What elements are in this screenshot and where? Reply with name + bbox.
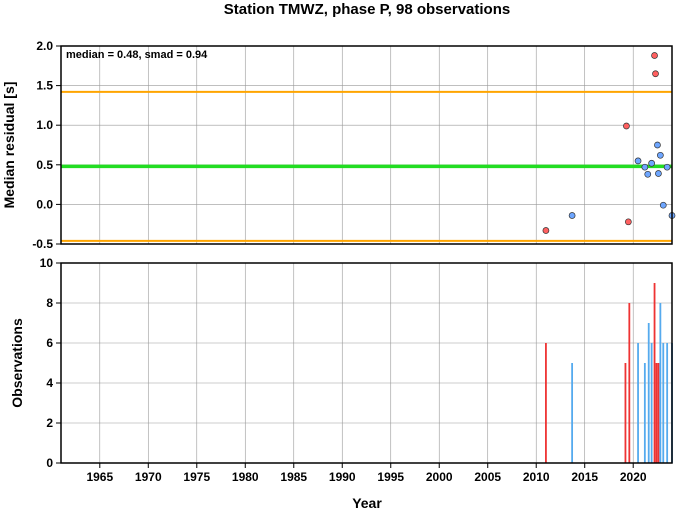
x-tick-label: 2000 <box>426 470 453 484</box>
chart-title: Station TMWZ, phase P, 98 observations <box>224 1 510 18</box>
x-tick-label: 1980 <box>232 470 259 484</box>
observation-bar-red <box>655 363 658 463</box>
observation-bar-red <box>545 343 547 463</box>
observation-bar-blue <box>647 323 650 463</box>
x-tick-label: 1985 <box>280 470 307 484</box>
residual-point-blue <box>659 201 667 209</box>
residual-point-blue <box>663 163 671 171</box>
bottom-grid <box>61 262 672 464</box>
residual-point-blue <box>568 212 576 219</box>
residual-point-red <box>651 52 658 59</box>
top-y-tick-label: -0.5 <box>32 237 53 251</box>
bottom-x-ticks: 1965 1970 1975 1980 1985 1990 1995 2000 2005 2010… <box>86 463 647 484</box>
residual-point-red <box>542 227 550 234</box>
residual-point-blue <box>634 157 642 165</box>
stats-annotation: median = 0.48, smad = 0.94 <box>66 49 208 61</box>
observation-bar-red <box>657 363 660 463</box>
bottom-y-tick-label: 8 <box>46 296 53 310</box>
bottom-y-axis-label: Observations <box>9 318 25 408</box>
observation-bar-blue <box>666 343 669 463</box>
bottom-y-tick-label: 0 <box>46 456 53 470</box>
residual-point-blue <box>657 151 664 159</box>
top-y-tick-label: 1.0 <box>36 118 53 132</box>
top-y-tick-label: 1.5 <box>36 79 53 93</box>
bottom-y-tick-label: 10 <box>40 256 54 270</box>
x-tick-label: 1995 <box>377 470 404 484</box>
x-tick-label: 1975 <box>183 470 210 484</box>
x-tick-label: 1990 <box>329 470 356 484</box>
residual-point-red <box>625 218 632 226</box>
top-grid <box>61 45 672 245</box>
x-tick-label: 2015 <box>571 470 598 484</box>
top-reference-lines <box>61 90 672 242</box>
top-scatter-points <box>542 52 676 234</box>
residual-point-blue <box>648 159 655 167</box>
observation-bars <box>545 283 673 463</box>
top-y-tick-label: 0.5 <box>36 158 53 172</box>
x-axis-label: Year <box>352 495 382 511</box>
observation-bar-blue <box>571 363 574 463</box>
top-y-tick-label: 2.0 <box>36 39 53 53</box>
bottom-plot-frame <box>60 262 673 464</box>
observation-bar-red <box>628 303 631 463</box>
x-tick-label: 2010 <box>523 470 550 484</box>
residual-point-red <box>623 122 630 130</box>
x-tick-label: 1965 <box>86 470 113 484</box>
observation-bar-red <box>653 283 656 463</box>
x-tick-label: 2005 <box>474 470 501 484</box>
residual-point-blue <box>655 170 662 177</box>
top-y-ticks: -0.5 0.0 0.5 1.0 1.5 2.0 <box>32 39 61 251</box>
bottom-y-ticks: 0 2 4 6 8 10 <box>40 256 61 470</box>
bottom-y-tick-label: 2 <box>46 416 53 430</box>
observation-bar-blue <box>662 343 665 463</box>
bottom-y-tick-label: 4 <box>46 376 53 390</box>
residual-point-blue <box>641 163 649 171</box>
observation-bar-blue <box>659 303 662 463</box>
observation-bar-blue <box>643 363 646 463</box>
top-y-tick-label: 0.0 <box>36 197 53 211</box>
residual-point-blue <box>654 141 661 149</box>
observation-bar-blue <box>637 343 639 463</box>
residual-point-blue <box>644 170 652 178</box>
top-plot-frame <box>60 45 673 245</box>
top-y-axis-label: Median residual [s] <box>1 82 17 209</box>
observation-bar-red <box>624 363 627 463</box>
residual-point-red <box>652 70 659 78</box>
bottom-y-tick-label: 6 <box>46 336 53 350</box>
observation-bar-blue <box>650 343 653 463</box>
x-tick-label: 2020 <box>620 470 647 484</box>
x-tick-label: 1970 <box>135 470 162 484</box>
